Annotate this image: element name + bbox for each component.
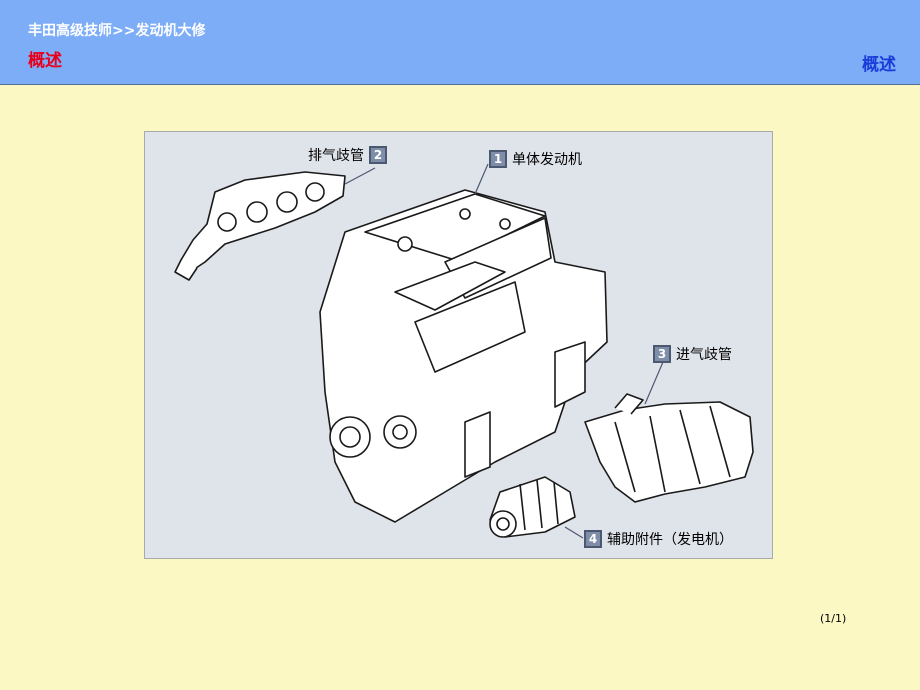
callout-alternator: 4 辅助附件（发电机）	[584, 529, 733, 549]
leader-line-3	[644, 361, 664, 405]
callout-label: 辅助附件（发电机）	[607, 532, 733, 548]
page-indicator: (1/1)	[820, 612, 847, 625]
callout-label: 进气歧管	[676, 347, 732, 363]
callout-number-badge: 3	[653, 345, 671, 363]
callout-intake-manifold: 3 进气歧管	[653, 344, 732, 364]
section-title: 概述	[28, 51, 62, 71]
breadcrumb[interactable]: 丰田高级技师>>发动机大修	[28, 23, 206, 39]
section-title-right[interactable]: 概述	[862, 55, 896, 75]
callout-number-badge: 4	[584, 530, 602, 548]
callout-number-badge: 1	[489, 150, 507, 168]
callout-label: 单体发动机	[512, 152, 582, 168]
callout-engine-block: 1 单体发动机	[489, 149, 582, 169]
callout-label: 排气歧管	[308, 148, 364, 164]
engine-block-drawing	[319, 189, 608, 523]
leader-line-1	[474, 163, 489, 195]
intake-manifold-drawing	[584, 393, 754, 503]
leader-line-2	[344, 167, 376, 185]
leader-line-4	[564, 526, 584, 539]
alternator-drawing	[489, 476, 576, 538]
header-bar: 丰田高级技师>>发动机大修 概述 概述	[0, 0, 920, 85]
engine-figure: 1 单体发动机 排气歧管 2 3 进气歧管 4 辅助附件（发电机）	[144, 131, 773, 559]
engine-diagram	[174, 163, 754, 539]
callout-number-badge: 2	[369, 146, 387, 164]
exhaust-manifold-drawing	[174, 171, 346, 281]
callout-exhaust-manifold: 排气歧管 2	[308, 145, 387, 165]
